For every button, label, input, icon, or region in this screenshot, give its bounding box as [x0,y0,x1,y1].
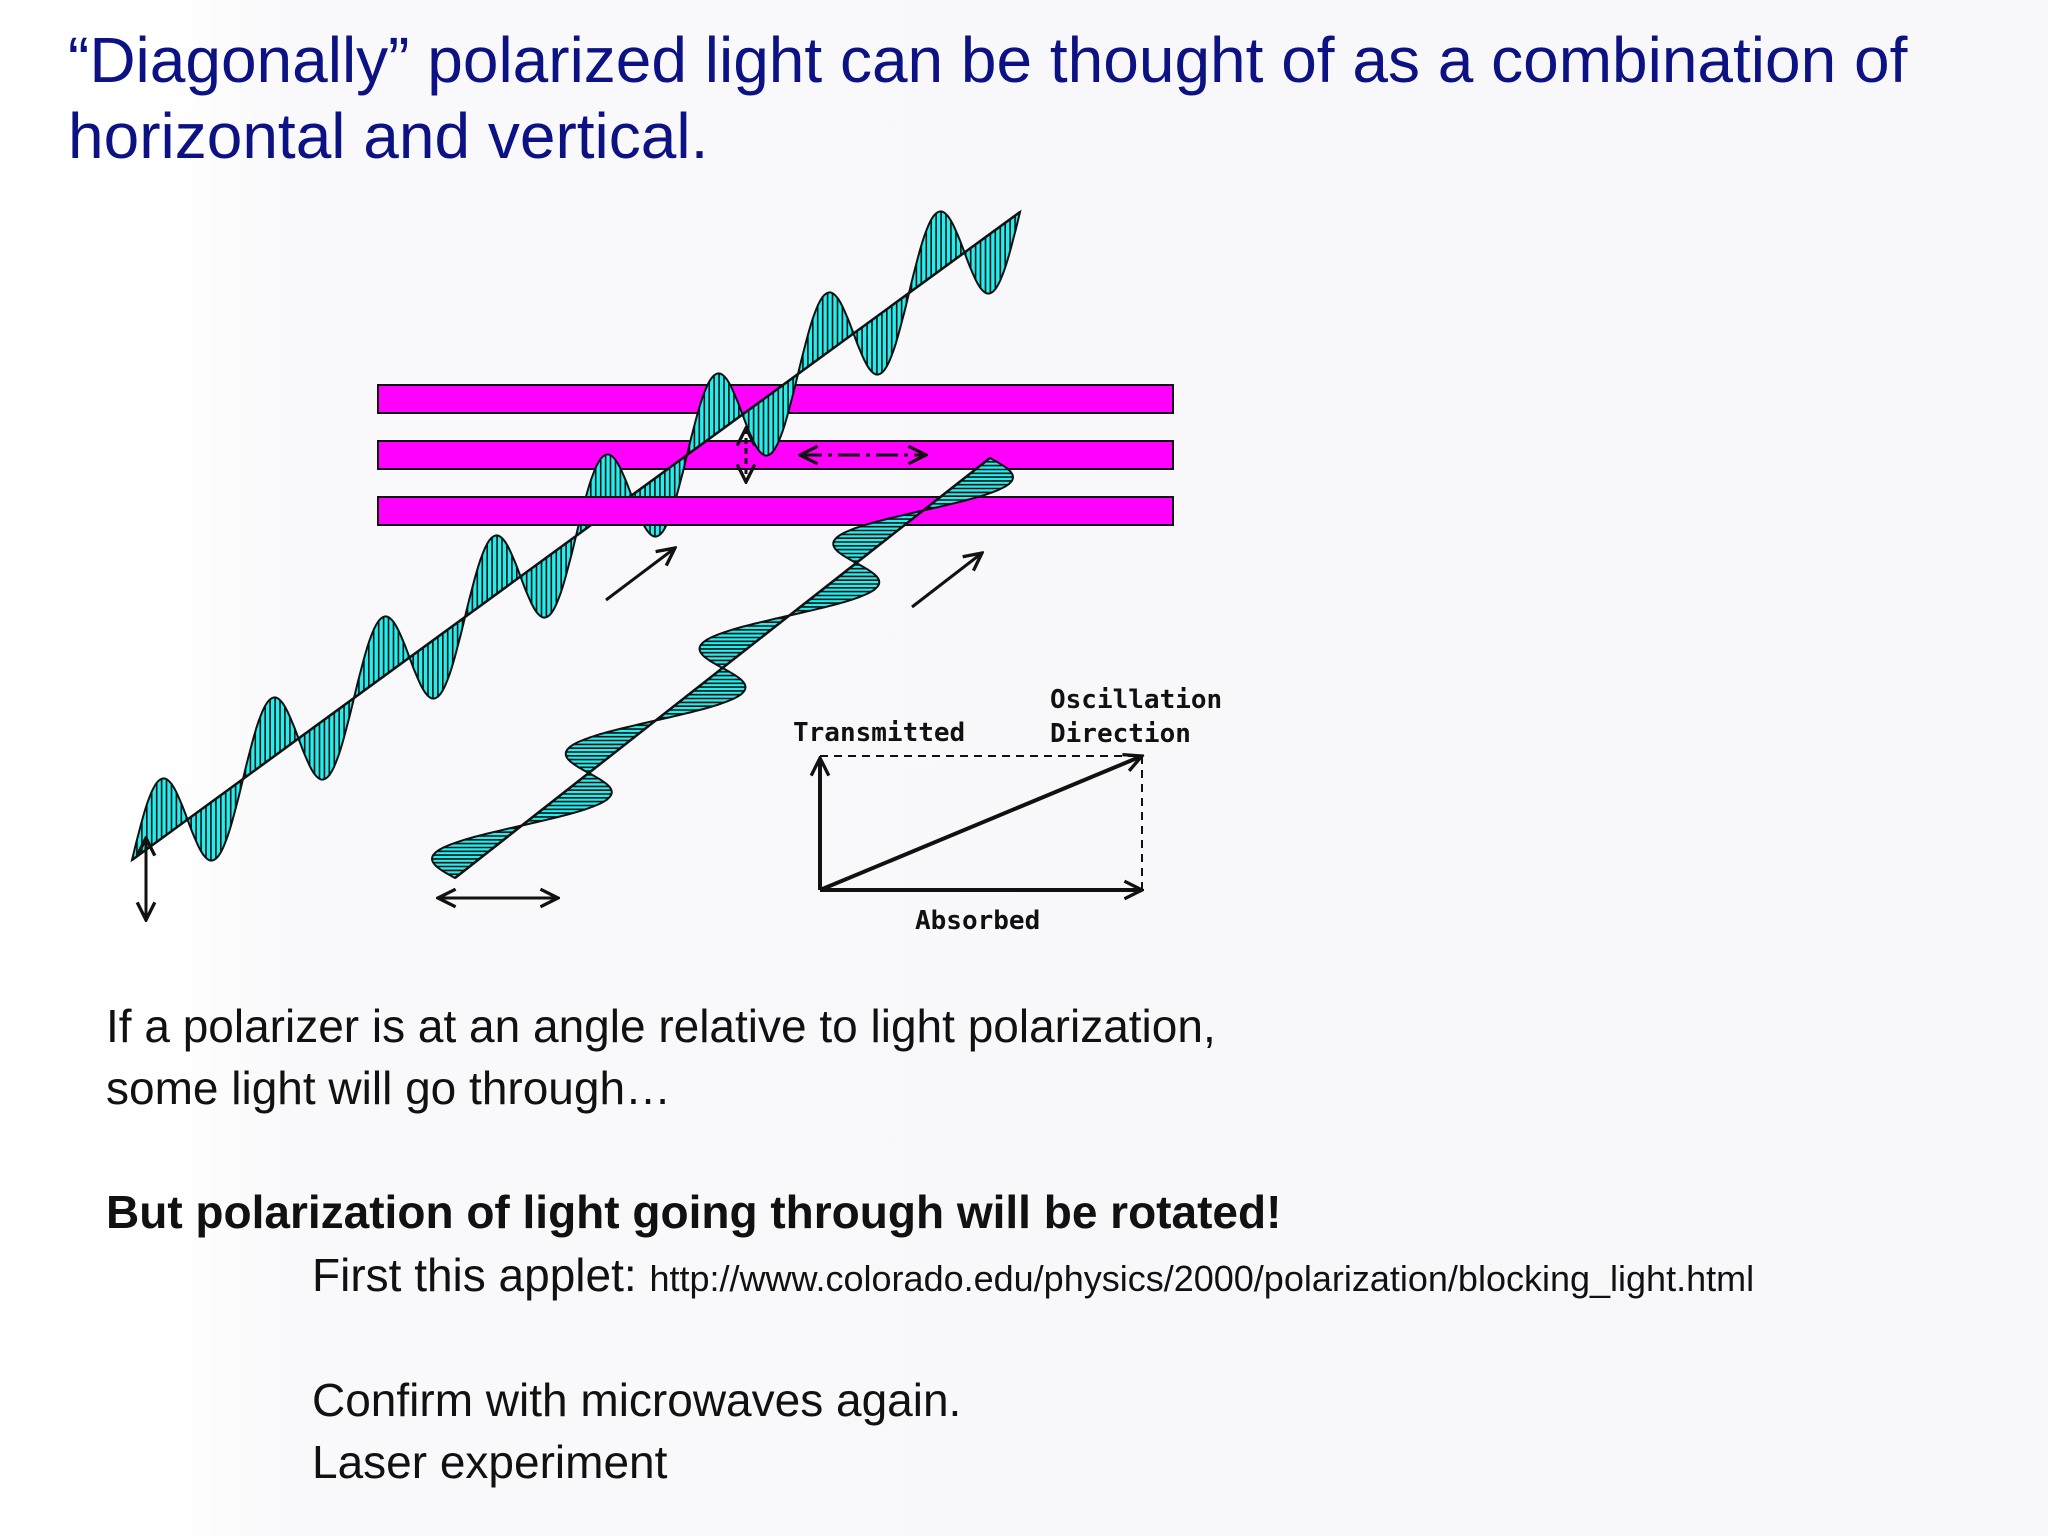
oscillation-label-line2: Direction [1050,719,1191,749]
oscillation-vector [819,756,1142,892]
oscillation-label-line1: Oscillation [1050,685,1222,715]
polarization-arrows [146,428,982,920]
bold-statement: But polarization of light going through … [106,1186,1282,1238]
polarizer-bar-bottom [377,496,1174,526]
vector-diagram [820,756,1142,890]
laser-line: Laser experiment [312,1436,668,1488]
confirm-line: Confirm with microwaves again. [312,1374,962,1426]
horizontal-wave [430,456,1015,880]
absorbed-label: Absorbed [915,906,1040,936]
applet-line: First this applet: http://www.colorado.e… [312,1245,1754,1309]
body-line-2: some light will go through… [106,1062,672,1114]
propagation-arrow-left [605,548,675,602]
slide-title: “Diagonally” polarized light can be thou… [68,24,1908,172]
applet-prefix: First this applet: [312,1249,650,1301]
applet-link[interactable]: http://www.colorado.edu/physics/2000/pol… [649,1258,1755,1299]
propagation-arrow-right [911,553,982,609]
transmitted-label: Transmitted [793,718,965,748]
body-line-1: If a polarizer is at an angle relative t… [106,1000,1216,1052]
